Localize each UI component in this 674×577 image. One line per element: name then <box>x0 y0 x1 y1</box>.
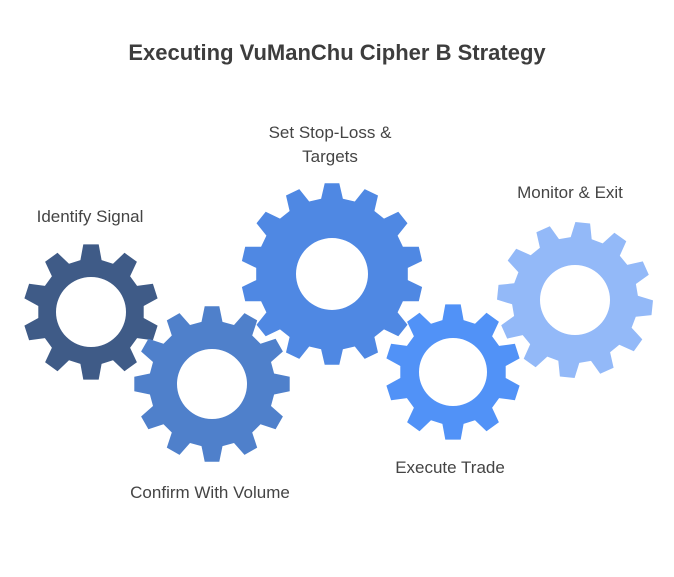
gear-icon-stop-loss <box>241 183 423 365</box>
diagram-title: Executing VuManChu Cipher B Strategy <box>128 40 546 65</box>
gear-icon-identify-signal <box>24 244 158 380</box>
step-label-identify-signal: Identify Signal <box>36 207 144 226</box>
gear-icon-monitor-exit <box>497 222 653 378</box>
step-label-confirm-volume: Confirm With Volume <box>130 483 290 502</box>
step-label-monitor-exit: Monitor & Exit <box>517 183 623 202</box>
gear-icon-confirm-volume <box>134 306 290 462</box>
step-label-stop-loss: Set Stop-Loss & Targets <box>268 123 392 166</box>
gear-icon-execute-trade <box>386 304 520 440</box>
step-label-execute-trade: Execute Trade <box>395 458 505 477</box>
